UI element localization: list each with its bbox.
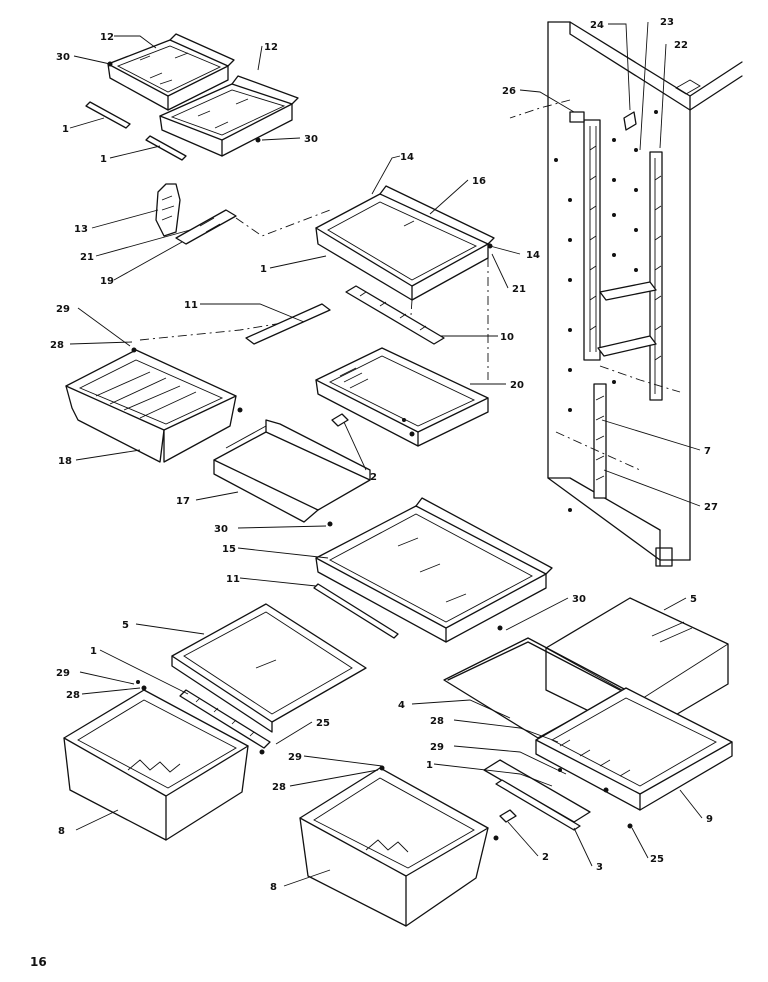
callout-labels: 30 12 12 1 1 30 24 23 22 26 14 16 13 21 … (50, 17, 718, 893)
callout-28: 28 (430, 716, 444, 727)
callout-29: 29 (56, 668, 70, 679)
callout-28: 28 (66, 690, 80, 701)
callout-29: 29 (56, 304, 70, 315)
frame-9 (535, 687, 733, 811)
callout-4: 4 (398, 700, 405, 711)
callout-1: 1 (426, 760, 433, 771)
callout-28: 28 (50, 340, 64, 351)
callout-14: 14 (526, 250, 540, 261)
callout-16: 16 (472, 176, 486, 187)
crisper-8-left (63, 680, 249, 841)
callout-11: 11 (226, 574, 240, 585)
callout-29: 29 (288, 752, 302, 763)
callout-26: 26 (502, 86, 516, 97)
callout-15: 15 (222, 544, 236, 555)
callout-25: 25 (650, 854, 664, 865)
tray-17 (213, 419, 371, 523)
cabinet-liner (547, 21, 743, 567)
page-number: 16 (30, 955, 47, 969)
leader-ladder-3 (555, 431, 641, 471)
callout-1: 1 (100, 154, 107, 165)
leader-ladder-2 (599, 365, 681, 393)
glass-shelf-5 (171, 603, 367, 733)
callout-30: 30 (56, 52, 70, 63)
callout-2: 2 (370, 472, 377, 483)
callout-19: 19 (100, 276, 114, 287)
callout-30: 30 (214, 524, 228, 535)
callout-12: 12 (264, 42, 278, 53)
callout-22: 22 (674, 40, 688, 51)
callout-8: 8 (270, 882, 277, 893)
leader-lines (69, 21, 703, 887)
callout-24: 24 (590, 20, 604, 31)
callout-5: 5 (122, 620, 129, 631)
callout-29: 29 (430, 742, 444, 753)
leader-wine (235, 209, 331, 237)
trim-10 (345, 285, 445, 345)
callout-30: 30 (304, 134, 318, 145)
callout-5: 5 (690, 594, 697, 605)
callout-21: 21 (512, 284, 526, 295)
callout-25: 25 (316, 718, 330, 729)
clip-2-a (331, 413, 349, 427)
clip-2-b (499, 809, 517, 823)
ladder-brackets (569, 111, 657, 499)
crisper-18 (65, 347, 243, 463)
trim-3 (483, 759, 633, 831)
leader-ladder (509, 99, 571, 119)
callout-13: 13 (74, 224, 88, 235)
shelf-12-right (159, 75, 299, 157)
shelf-20 (315, 347, 489, 447)
crisper-8-right (299, 765, 499, 927)
glass-11-b (313, 583, 399, 639)
callout-9: 9 (706, 814, 713, 825)
callout-17: 17 (176, 496, 190, 507)
callout-1: 1 (90, 646, 97, 657)
callout-30: 30 (572, 594, 586, 605)
shelf-ladder-left (583, 119, 601, 361)
callout-20: 20 (510, 380, 524, 391)
callout-11: 11 (184, 300, 198, 311)
callout-3: 3 (596, 862, 603, 873)
callout-7: 7 (704, 446, 711, 457)
shelf-15 (315, 497, 553, 643)
shelf-ladder-right (649, 151, 663, 401)
wine-rack-13 (155, 183, 237, 245)
callout-18: 18 (58, 456, 72, 467)
glass-11-a (245, 303, 331, 345)
callout-1: 1 (260, 264, 267, 275)
liner-screws (554, 110, 658, 512)
callout-27: 27 (704, 502, 718, 513)
callout-28: 28 (272, 782, 286, 793)
shelf-12-left (107, 33, 235, 111)
shelf-16 (315, 185, 495, 301)
callout-14: 14 (400, 152, 414, 163)
callout-8: 8 (58, 826, 65, 837)
callout-21: 21 (80, 252, 94, 263)
callout-10: 10 (500, 332, 514, 343)
callout-1: 1 (62, 124, 69, 135)
shelf-trim-1 (85, 101, 187, 161)
callout-2: 2 (542, 852, 549, 863)
callout-23: 23 (660, 17, 674, 28)
callout-12: 12 (100, 32, 114, 43)
